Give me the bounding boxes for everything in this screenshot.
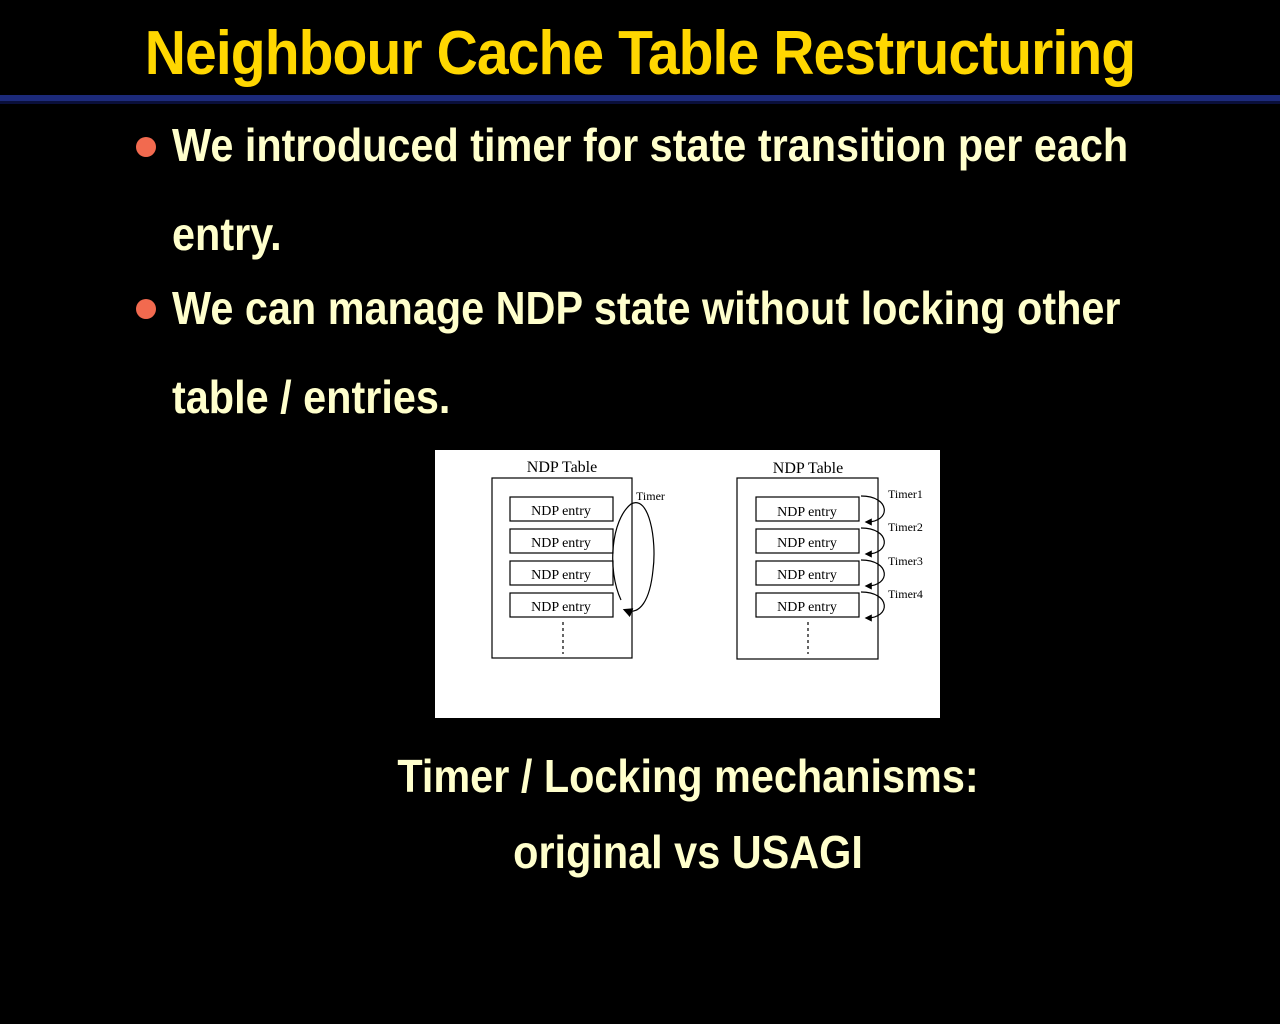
- timer3-arrow: [860, 559, 885, 590]
- figure-caption-line-2: original vs USAGI: [513, 826, 863, 878]
- timer-loop-arrow: [612, 502, 655, 618]
- left-entry-label: NDP entry: [531, 536, 591, 551]
- slide-title: Neighbour Cache Table Restructuring: [144, 19, 1136, 88]
- right-entry-box: [755, 528, 860, 554]
- bullet-1-line-1: We introduced timer for state transition…: [172, 119, 1129, 171]
- timer2-arrow: [860, 527, 885, 558]
- left-table-frame: [491, 477, 633, 659]
- timer1-arrow: [860, 495, 885, 526]
- right-entry-box: [755, 496, 860, 522]
- right-table-frame: [736, 477, 879, 660]
- left-timer-label: Timer: [636, 489, 665, 503]
- right-entry-label: NDP entry: [777, 536, 837, 551]
- right-entry-label: NDP entry: [777, 600, 837, 615]
- bullet-2-line-1: We can manage NDP state without locking …: [172, 282, 1121, 334]
- left-table-title: NDP Table: [527, 459, 597, 476]
- left-entry-label: NDP entry: [531, 504, 591, 519]
- left-entry-label: NDP entry: [531, 568, 591, 583]
- bullet-1-line-2: entry.: [172, 208, 282, 260]
- right-ndp-table: NDP Table NDP entry NDP entry NDP entry …: [736, 460, 923, 660]
- right-entry-box: [755, 592, 860, 618]
- bullet-dot-icon: [136, 137, 156, 157]
- bullet-2-line-2: table / entries.: [172, 371, 451, 423]
- right-table-title: NDP Table: [773, 460, 843, 477]
- timer4-arrow: [860, 591, 885, 622]
- diagram-svg: NDP Table NDP entry NDP entry NDP entry …: [491, 459, 923, 660]
- timer2-label: Timer2: [888, 520, 923, 534]
- timer4-label: Timer4: [888, 587, 923, 601]
- timer1-label: Timer1: [888, 487, 923, 501]
- left-entry-box: [509, 528, 614, 554]
- left-ndp-table: NDP Table NDP entry NDP entry NDP entry …: [491, 459, 665, 659]
- right-entry-label: NDP entry: [777, 568, 837, 583]
- left-entry-label: NDP entry: [531, 600, 591, 615]
- ndp-table-diagram: NDP Table NDP entry NDP entry NDP entry …: [435, 450, 940, 718]
- left-entry-box: [509, 592, 614, 618]
- right-entry-label: NDP entry: [777, 505, 837, 520]
- title-rule: [0, 95, 1280, 101]
- bullet-dot-icon: [136, 299, 156, 319]
- right-entry-box: [755, 560, 860, 586]
- left-entry-box: [509, 496, 614, 522]
- title-rule-shadow: [0, 101, 1280, 104]
- figure-caption-line-1: Timer / Locking mechanisms:: [397, 750, 979, 802]
- timer3-label: Timer3: [888, 554, 923, 568]
